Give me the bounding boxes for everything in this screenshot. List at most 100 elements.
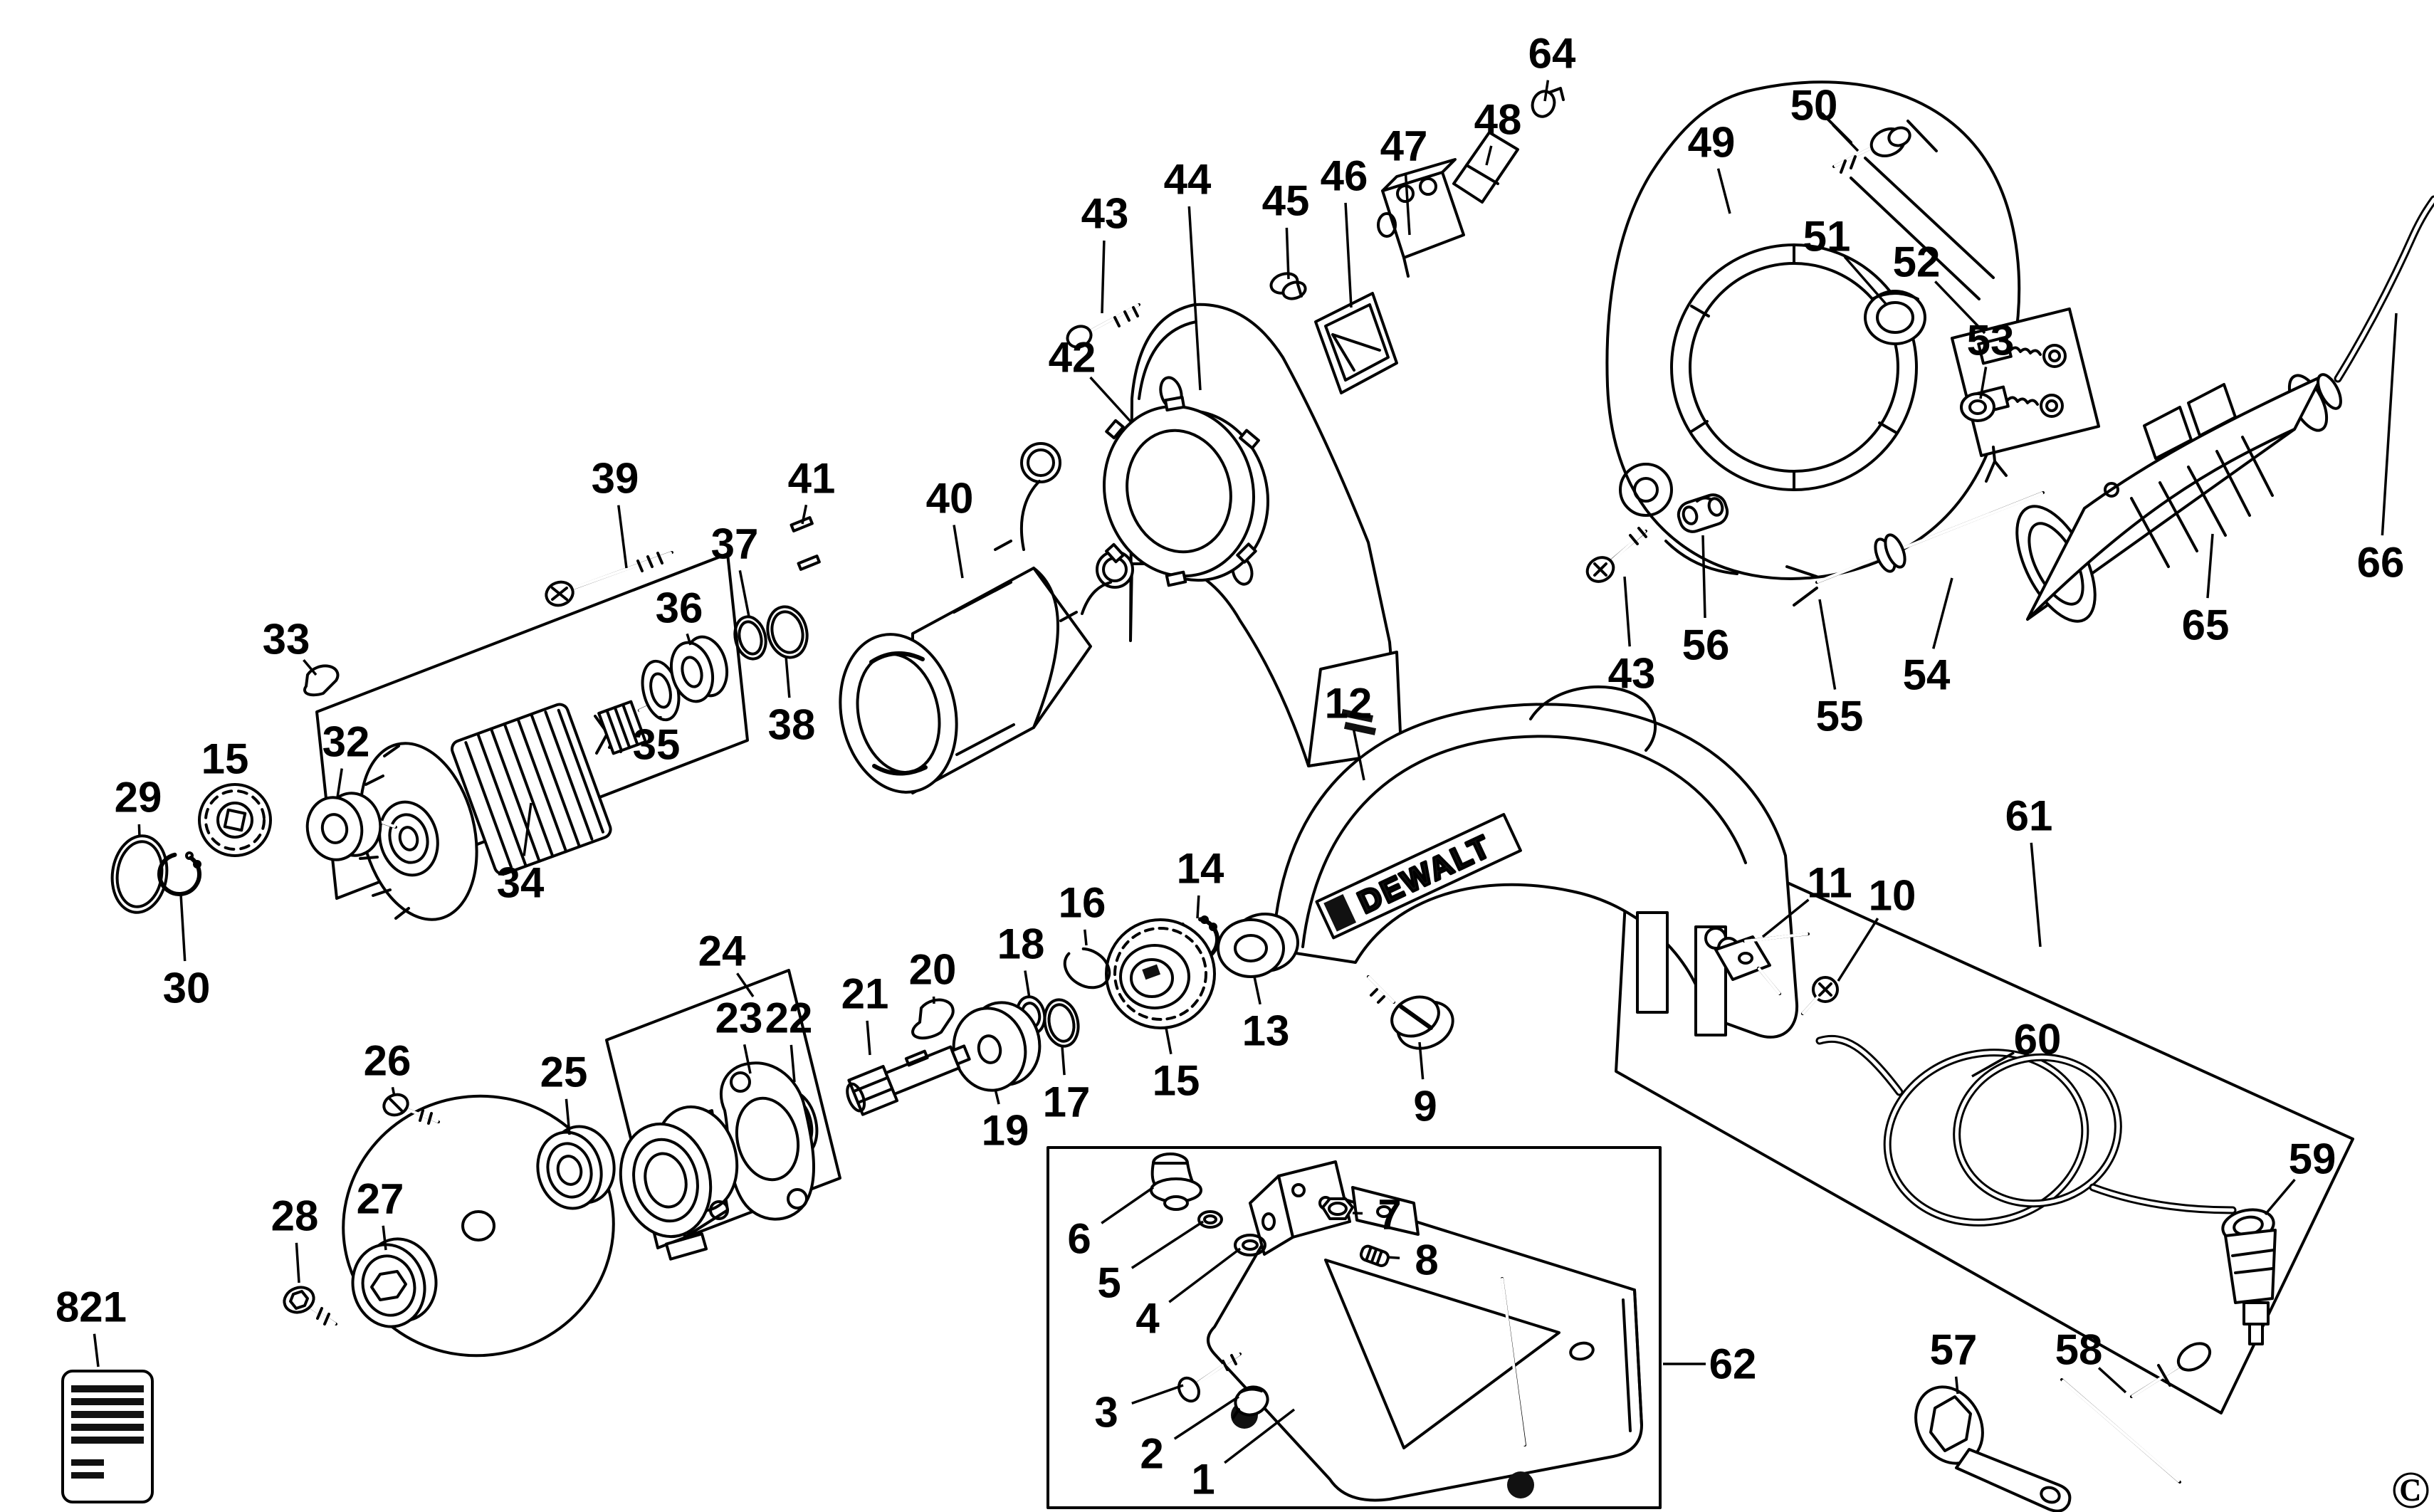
label-sheet-48 [1452,131,1519,204]
callout-leader-37 [738,569,750,617]
callout-number-26: 26 [364,1037,411,1085]
gear-15 [1105,918,1216,1029]
callout-leader-51 [1843,256,1888,306]
callout-leader-821 [93,1333,100,1367]
callout-leader-50 [1832,124,1859,152]
callout-number-52: 52 [1893,238,1941,286]
callout-leader-45 [1285,227,1290,280]
socket-wrench-58 [2060,1342,2212,1484]
callout-number-32: 32 [322,718,370,766]
callout-number-56: 56 [1682,621,1730,669]
callout-leader-33 [303,658,318,676]
callout-number-44: 44 [1164,156,1212,204]
callout-number-61: 61 [2005,792,2053,840]
callout-leader-58 [2097,1367,2127,1394]
callout-number-15: 15 [1153,1057,1200,1105]
callout-leader-4 [1168,1247,1242,1303]
callout-leader-10 [1837,918,1879,982]
callout-number-43: 43 [1081,190,1129,238]
callout-leader-59 [2264,1178,2296,1216]
callout-number-35: 35 [633,721,681,769]
callout-number-25: 25 [540,1049,588,1096]
armature-34 [356,700,659,921]
gasket-23 [719,1061,815,1221]
callout-leader-61 [2030,842,2042,947]
callout-leader-66 [2381,313,2398,536]
callout-leader-43 [1101,240,1106,314]
callout-number-50: 50 [1790,82,1838,130]
callout-leader-38 [785,656,791,698]
callout-number-33: 33 [263,616,310,663]
bearing-13 [1217,913,1299,978]
base-assembly-box [1046,1146,1662,1509]
callout-leader-46 [1344,202,1353,308]
callout-number-47: 47 [1380,122,1428,170]
copyright-mark: © [2391,1461,2430,1512]
cordset-assembly-box [1615,810,2354,1414]
callout-leader-16 [1084,929,1088,946]
callout-number-21: 21 [841,970,889,1018]
callout-number-60: 60 [2014,1016,2062,1064]
callout-number-62: 62 [1709,1340,1757,1388]
callout-leader-19 [994,1088,1000,1105]
callout-number-821: 821 [56,1283,127,1331]
callout-number-3: 3 [1094,1389,1118,1437]
brush-lead-pins-41 [790,516,821,571]
brush-cap-51 [1864,290,1926,345]
callout-number-14: 14 [1177,845,1224,893]
callout-number-5: 5 [1097,1259,1121,1307]
callout-leader-39 [617,505,628,569]
field-stator-40 [839,442,1134,794]
callout-number-51: 51 [1803,213,1851,261]
gear-housing-49 [1605,80,2021,580]
callout-leader-17 [1061,1046,1066,1076]
callout-number-66: 66 [2357,539,2405,587]
outer-flange-25 [536,1125,616,1210]
callout-number-53: 53 [1967,317,2015,364]
callout-leader-1 [1224,1408,1296,1464]
callout-leader-32 [336,768,343,798]
screw-50 [1832,126,1911,174]
callout-number-40: 40 [926,475,974,523]
blade-guard-12: DEWALT [1271,685,1799,1039]
callout-leader-14 [1196,895,1200,919]
callout-leader-55 [1818,599,1837,690]
callout-number-7: 7 [1378,1191,1401,1239]
callout-leader-29 [137,824,141,838]
callout-leader-64 [1543,80,1550,102]
callout-number-36: 36 [656,584,703,632]
callout-leader-23 [743,1044,752,1074]
strain-relief-59 [2221,1208,2277,1345]
callout-leader-6 [1101,1186,1154,1224]
callout-number-37: 37 [711,520,759,568]
callout-leader-28 [295,1242,300,1283]
callout-leader-7 [1352,1212,1363,1215]
callout-leader-8 [1386,1256,1400,1260]
flange-screw-28 [283,1286,337,1325]
callout-leader-5 [1131,1220,1204,1269]
callout-number-64: 64 [1528,30,1576,78]
callout-number-16: 16 [1059,879,1106,927]
washer-4 [1234,1234,1266,1256]
callout-leader-22 [790,1044,796,1083]
detent-plug-45 [1269,272,1307,300]
callout-leader-2 [1173,1395,1239,1440]
set-screw-8 [1359,1244,1390,1267]
thumb-screw-9 [1367,975,1454,1050]
callout-number-46: 46 [1321,152,1368,200]
callout-leader-53 [1979,367,1988,399]
callout-number-27: 27 [357,1175,404,1223]
callout-leader-26 [391,1086,396,1097]
bolt-3 [1177,1353,1242,1403]
callout-number-28: 28 [271,1192,319,1240]
callout-leader-12 [1352,729,1365,781]
washer-19 [952,1001,1042,1092]
callout-leader-52 [1934,280,1986,335]
callout-number-6: 6 [1067,1215,1091,1263]
cutting-wheel [342,1094,615,1358]
callout-number-11: 11 [1807,859,1852,907]
callout-leader-43 [1623,576,1631,647]
power-cord-66 [2334,195,2434,383]
callout-number-39: 39 [592,455,639,503]
